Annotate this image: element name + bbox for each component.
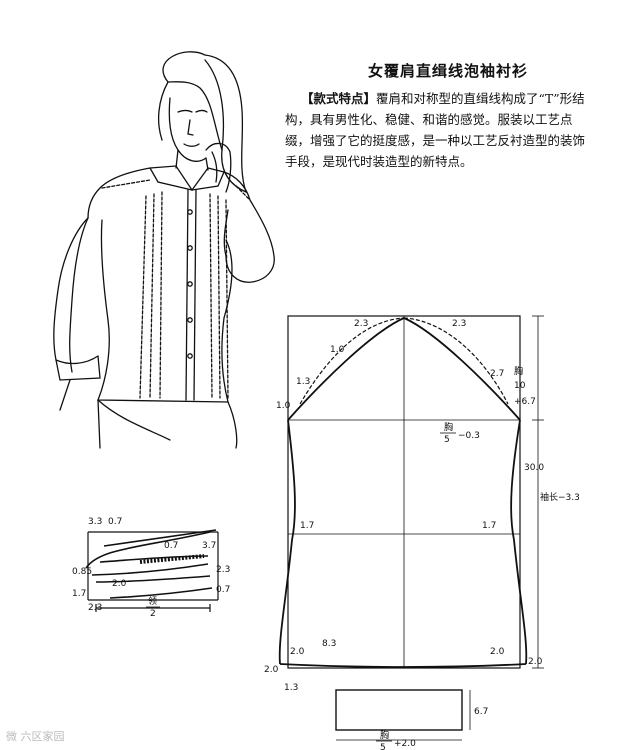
sleeve-dim-9: 2.0 — [290, 647, 305, 657]
sleeve-dim-0: 2.3 — [354, 319, 368, 329]
collar-dim-5: 1.7 — [72, 589, 86, 599]
collar-pattern — [85, 529, 219, 612]
sleeve-dim-4: 1.0 — [276, 401, 291, 411]
sleeve-dim-7: 1.7 — [482, 521, 496, 531]
cuff-chest-frac: 5 — [380, 743, 386, 750]
cuff-pattern — [335, 689, 471, 741]
sleeve-right-mid: 30.0 — [524, 463, 544, 473]
collar-dim-4: 0.85 — [72, 567, 92, 577]
sleeve-pattern — [278, 315, 544, 669]
sleeve-dim-11: 2.0 — [264, 665, 279, 675]
sleeve-right-top: 10 — [514, 381, 526, 391]
sleeve-dim-6: 1.7 — [300, 521, 314, 531]
sleeve-chest-label: 胸 — [444, 421, 453, 433]
collar-dim-7: 2.3 — [88, 603, 102, 613]
sleeve-dim-8: 8.3 — [322, 639, 336, 649]
collar-dim-2: 0.7 — [164, 541, 178, 551]
fashion-illustration — [53, 51, 275, 449]
collar-dim-3: 3.7 — [202, 541, 216, 551]
sleeve-chest-offset: −0.3 — [458, 431, 480, 441]
description-lead: 【款式特点】 — [301, 91, 377, 106]
collar-neck-denominator: 2 — [150, 609, 156, 619]
watermark: 微 六区家园 — [6, 730, 65, 743]
sleeve-dim-3: 1.3 — [296, 377, 310, 387]
sleeve-chest-frac: 5 — [444, 435, 450, 445]
style-description: 【款式特点】覆肩和对称型的直缉线构成了“T”形结构，具有男性化、稳健、和谐的感觉… — [285, 88, 590, 172]
collar-dim-9: 0.7 — [216, 585, 230, 595]
sleeve-right-top-num: 胸 — [514, 365, 523, 377]
sleeve-dim-2: 1.0 — [330, 345, 345, 355]
sleeve-dim-12: 1.3 — [284, 683, 298, 693]
collar-dim-8: 2.3 — [216, 565, 230, 575]
sleeve-right-top-plus: +6.7 — [514, 397, 536, 407]
collar-dim-0: 3.3 — [88, 517, 102, 527]
sleeve-dim-13: 2.0 — [528, 657, 543, 667]
sleeve-right-length: 袖长−3.3 — [540, 491, 580, 503]
cuff-height: 6.7 — [474, 707, 488, 717]
diagram-title: 女覆肩直缉线泡袖衬衫 — [368, 62, 529, 80]
collar-dim-6: 2.0 — [112, 579, 127, 589]
sleeve-dim-5: 2.7 — [490, 369, 504, 379]
sleeve-dim-10: 2.0 — [490, 647, 505, 657]
collar-neck-label: 领 — [148, 595, 157, 607]
description-text: 覆肩和对称型的直缉线构成了“T”形结构，具有男性化、稳健、和谐的感觉。服装以工艺… — [285, 91, 586, 169]
collar-dim-1: 0.7 — [108, 517, 122, 527]
cuff-chest-plus: +2.0 — [394, 739, 416, 749]
cuff-chest-label: 胸 — [380, 729, 389, 741]
sleeve-dim-1: 2.3 — [452, 319, 466, 329]
